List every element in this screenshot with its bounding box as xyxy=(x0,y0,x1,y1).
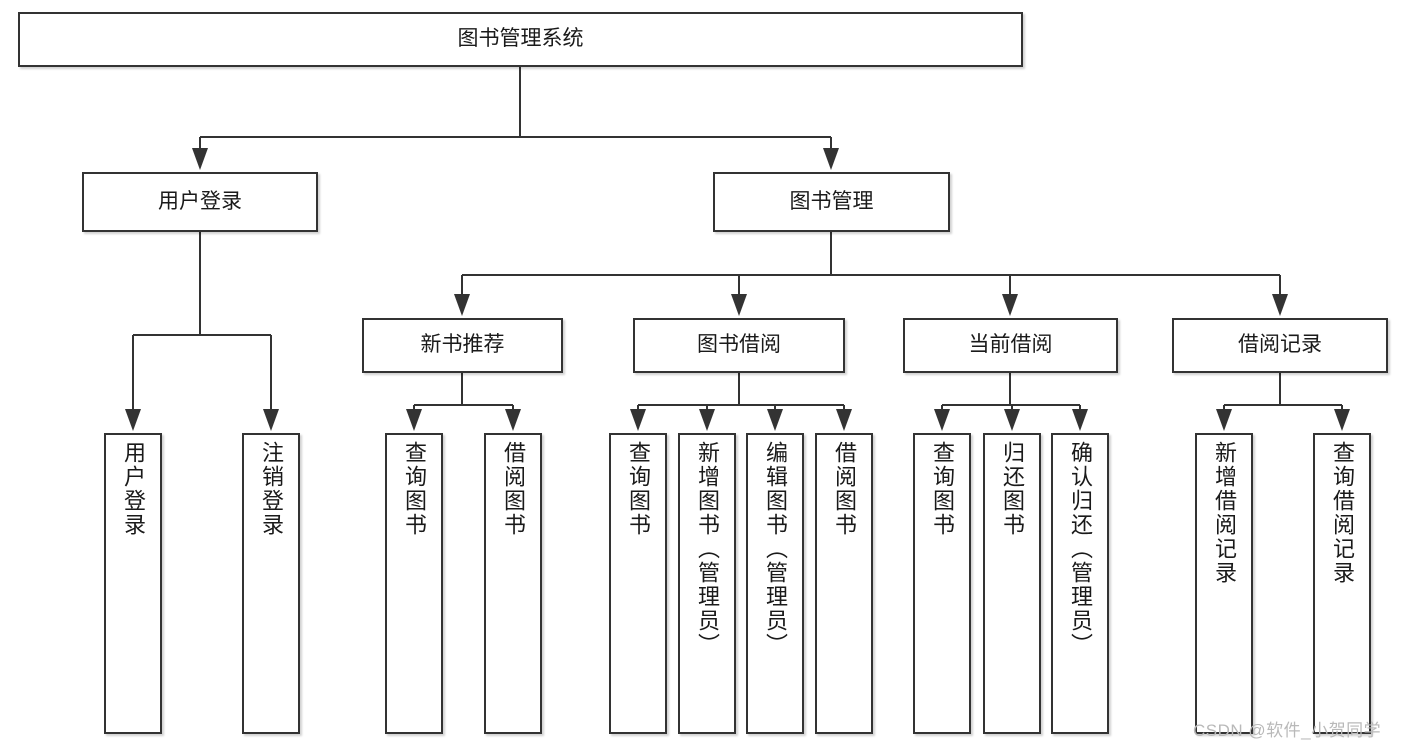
level2-node[interactable]: 图书借阅 xyxy=(633,318,845,373)
level1-node-label: 用户登录 xyxy=(158,189,242,213)
leaf-node-label: 查询借阅记录 xyxy=(1330,441,1355,585)
leaf-node-label: 归还图书 xyxy=(1000,441,1025,537)
root-node-label: 图书管理系统 xyxy=(457,27,584,51)
leaf-node-label: 查询图书 xyxy=(402,441,427,537)
level2-node-label: 当前借阅 xyxy=(968,333,1053,357)
level2-node-label: 借阅记录 xyxy=(1238,333,1322,357)
level1-node-label: 图书管理 xyxy=(789,189,874,213)
leaf-node-label: 新增借阅记录 xyxy=(1212,441,1237,585)
leaf-node-label: 注销登录 xyxy=(259,441,284,537)
leaf-node-label: 借阅图书 xyxy=(501,441,526,537)
leaf-node-label: 新增图书（管理员） xyxy=(695,441,720,657)
leaf-node[interactable]: 注销登录 xyxy=(242,433,300,734)
leaf-node[interactable]: 归还图书 xyxy=(983,433,1041,734)
leaf-node[interactable]: 查询图书 xyxy=(913,433,971,734)
level1-node[interactable]: 图书管理 xyxy=(713,172,950,232)
csdn-watermark: CSDN @软件_小贺同学 xyxy=(1193,721,1382,740)
leaf-node[interactable]: 确认归还（管理员） xyxy=(1051,433,1109,734)
level2-node-label: 图书借阅 xyxy=(697,333,781,357)
leaf-node[interactable]: 查询图书 xyxy=(385,433,443,734)
leaf-node-label: 查询图书 xyxy=(930,441,955,537)
leaf-node[interactable]: 查询借阅记录 xyxy=(1313,433,1371,734)
leaf-node[interactable]: 编辑图书（管理员） xyxy=(746,433,804,734)
level2-node[interactable]: 借阅记录 xyxy=(1172,318,1388,373)
level2-node[interactable]: 当前借阅 xyxy=(903,318,1118,373)
leaf-node[interactable]: 借阅图书 xyxy=(815,433,873,734)
leaf-node[interactable]: 用户登录 xyxy=(104,433,162,734)
leaf-node[interactable]: 新增借阅记录 xyxy=(1195,433,1253,734)
level1-node[interactable]: 用户登录 xyxy=(82,172,318,232)
leaf-node-label: 编辑图书（管理员） xyxy=(763,441,788,657)
level2-node-label: 新书推荐 xyxy=(420,333,505,357)
leaf-node-label: 借阅图书 xyxy=(832,441,857,537)
leaf-node-label: 查询图书 xyxy=(626,441,651,537)
leaf-node[interactable]: 借阅图书 xyxy=(484,433,542,734)
leaf-node-label: 用户登录 xyxy=(121,441,146,537)
leaf-node-label: 确认归还（管理员） xyxy=(1068,441,1093,657)
leaf-node[interactable]: 新增图书（管理员） xyxy=(678,433,736,734)
leaf-node[interactable]: 查询图书 xyxy=(609,433,667,734)
level2-node[interactable]: 新书推荐 xyxy=(362,318,563,373)
root-node[interactable]: 图书管理系统 xyxy=(18,12,1023,67)
